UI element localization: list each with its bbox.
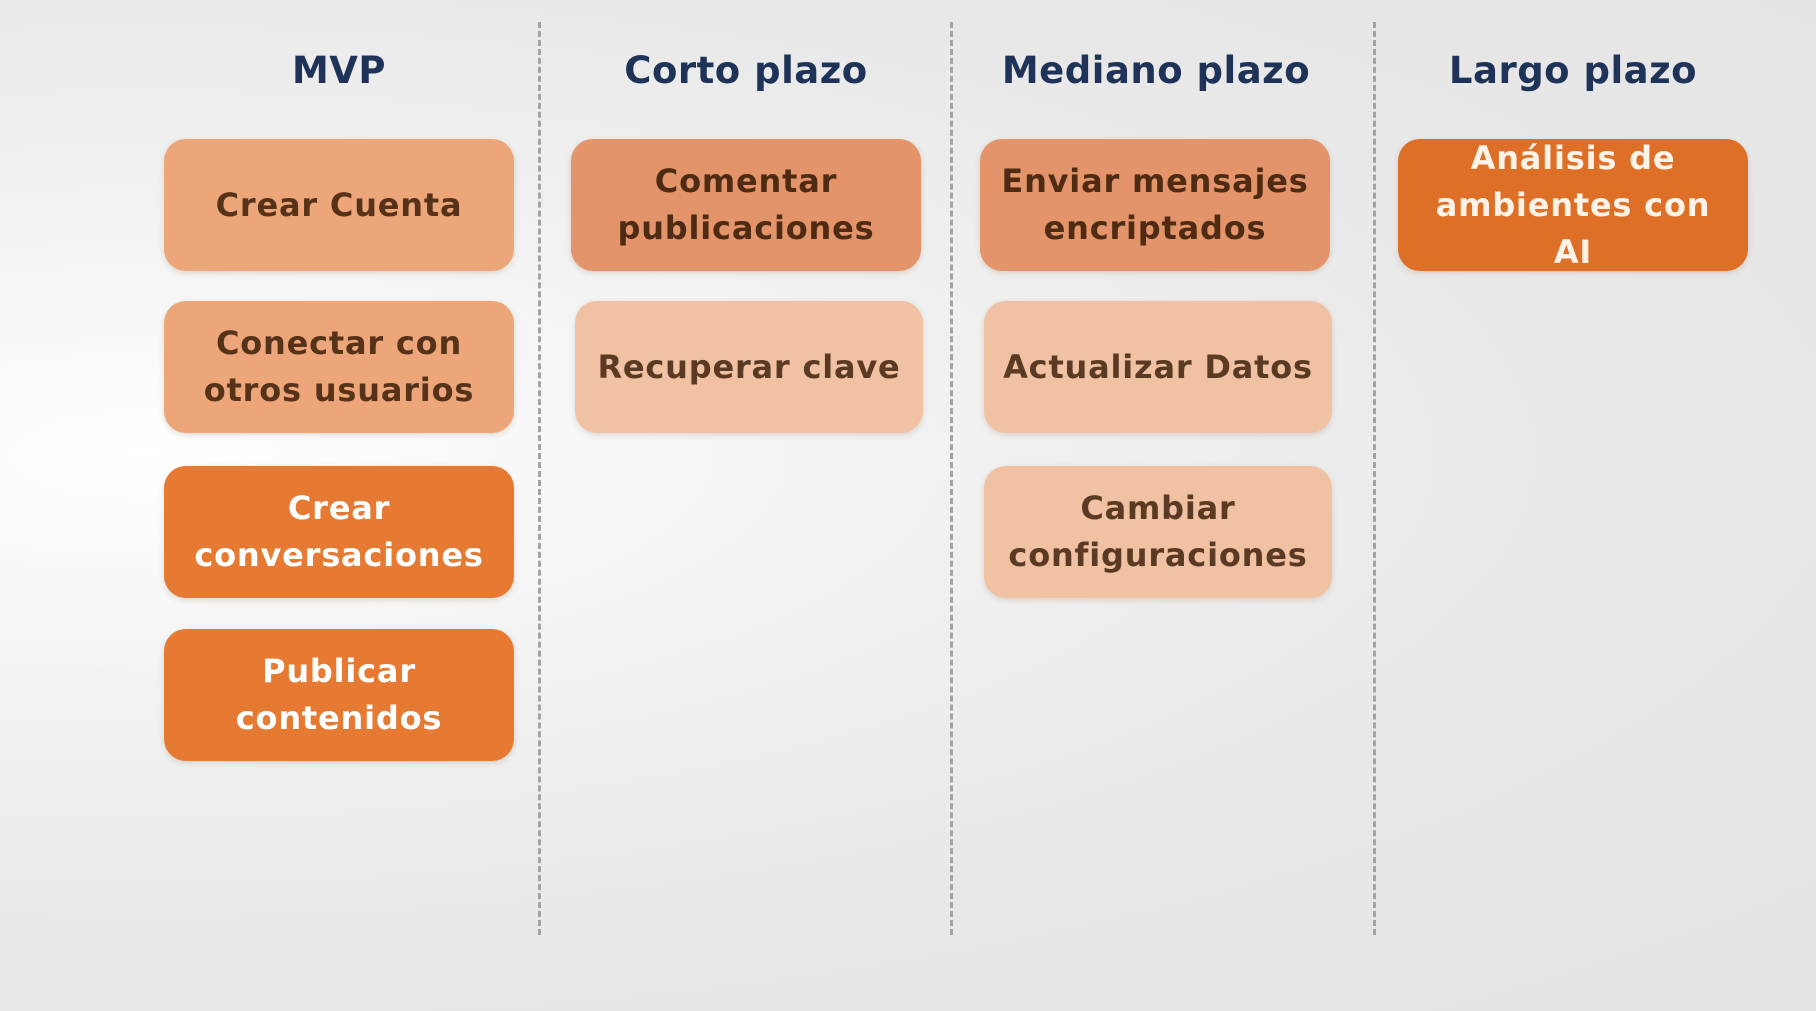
column-title-mediano-plazo: Mediano plazo bbox=[1001, 48, 1311, 92]
column-title-mvp: MVP bbox=[291, 48, 387, 92]
column-divider bbox=[538, 22, 541, 935]
column-divider bbox=[950, 22, 953, 935]
column-title-largo-plazo: Largo plazo bbox=[1448, 48, 1698, 92]
card-crear-conversaciones[interactable]: Crear conversaciones bbox=[164, 466, 514, 598]
card-recuperar-clave[interactable]: Recuperar clave bbox=[575, 301, 923, 433]
card-analisis-ambientes-ai[interactable]: Análisis de ambientes con AI bbox=[1398, 139, 1748, 271]
card-enviar-mensajes[interactable]: Enviar mensajes encriptados bbox=[980, 139, 1330, 271]
card-cambiar-configuraciones[interactable]: Cambiar configuraciones bbox=[984, 466, 1332, 598]
card-publicar-contenidos[interactable]: Publicar contenidos bbox=[164, 629, 514, 761]
card-actualizar-datos[interactable]: Actualizar Datos bbox=[984, 301, 1332, 433]
column-divider bbox=[1373, 22, 1376, 935]
card-conectar-usuarios[interactable]: Conectar con otros usuarios bbox=[164, 301, 514, 433]
column-title-corto-plazo: Corto plazo bbox=[624, 48, 868, 92]
card-comentar-publicaciones[interactable]: Comentar publicaciones bbox=[571, 139, 921, 271]
card-crear-cuenta[interactable]: Crear Cuenta bbox=[164, 139, 514, 271]
